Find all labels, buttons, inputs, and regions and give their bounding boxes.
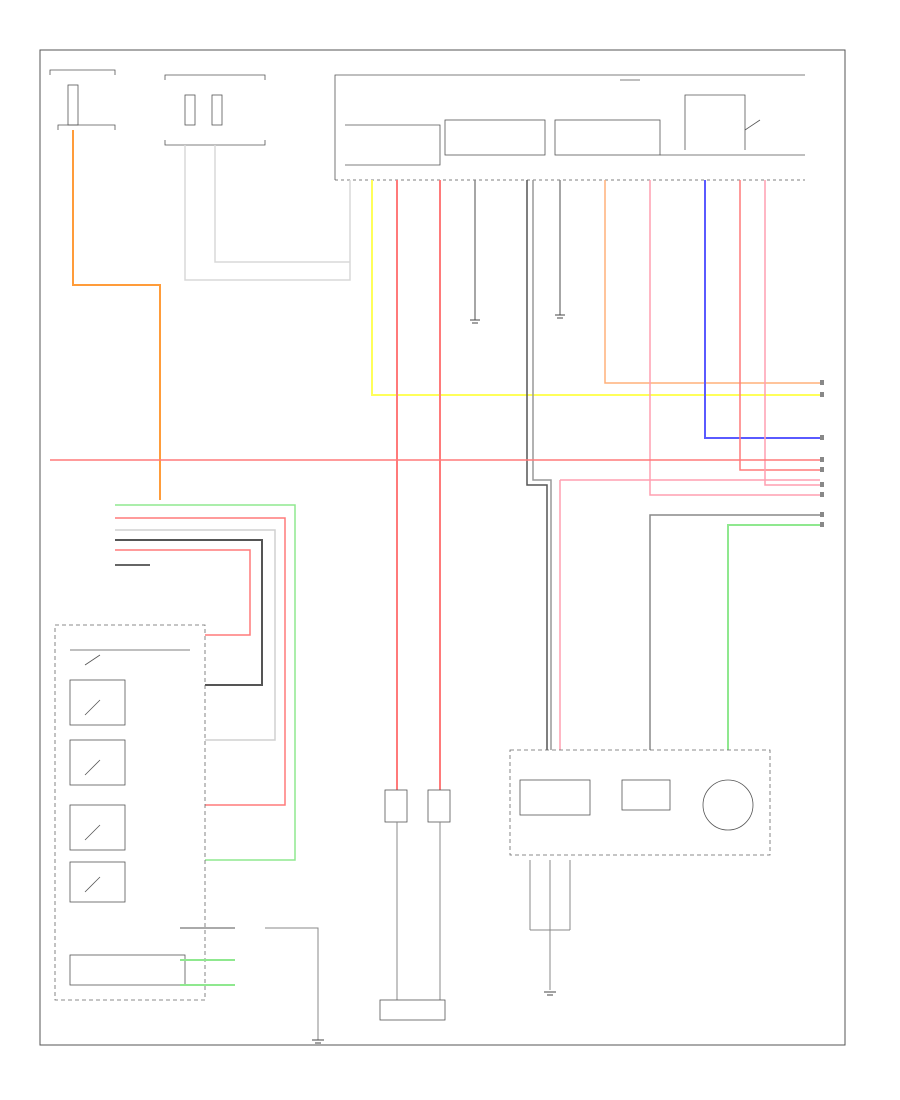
turn-signal-switch: [54, 624, 206, 1001]
fuse-box-left: [49, 69, 116, 130]
lamp-unit-box: [621, 779, 671, 811]
wire-light-gray-2: [214, 145, 350, 263]
wire-red-switch: [115, 517, 286, 806]
front-turn-signal-rh: [427, 789, 451, 823]
wire-orange: [72, 130, 161, 500]
relay-block: [334, 74, 805, 181]
ground-symbol-2: [555, 314, 565, 319]
wire-pink-right-2: [764, 180, 820, 486]
wire-dark-2: [532, 180, 552, 750]
diagram-frame: [39, 49, 846, 1046]
wire-dark-switch: [115, 539, 263, 686]
lamp-ground-wires: [529, 860, 571, 990]
lamp-bulb-box: [519, 779, 591, 816]
fuse-box-center: [164, 74, 266, 146]
ground-junction: [379, 999, 446, 1021]
ground-symbol-4: [544, 991, 556, 996]
wire-orange-right: [604, 180, 820, 384]
left-lamp-assembly: [509, 749, 771, 856]
wire-lightgray-switch: [115, 529, 276, 741]
wire-blue: [704, 180, 820, 439]
wire-pink-right: [649, 180, 820, 496]
front-turn-signal-lh: [384, 789, 408, 823]
wire-light-gray-loop: [184, 145, 351, 281]
wire-gray-lamp: [649, 514, 820, 750]
right-terminals: [820, 380, 824, 527]
wire-yellow: [371, 180, 820, 396]
lamp-bulb: [702, 779, 754, 831]
wire-green-lamp: [727, 524, 820, 750]
switch-contacts: [69, 649, 190, 986]
wire-red-switch-2: [115, 549, 251, 636]
wire-dark-1: [526, 180, 548, 750]
wire-green-switch: [115, 504, 296, 861]
wire-red-right: [739, 180, 820, 471]
ground-symbol-1: [470, 319, 480, 324]
wire-gray-low: [265, 927, 319, 1040]
ground-symbol-3: [312, 1039, 324, 1044]
